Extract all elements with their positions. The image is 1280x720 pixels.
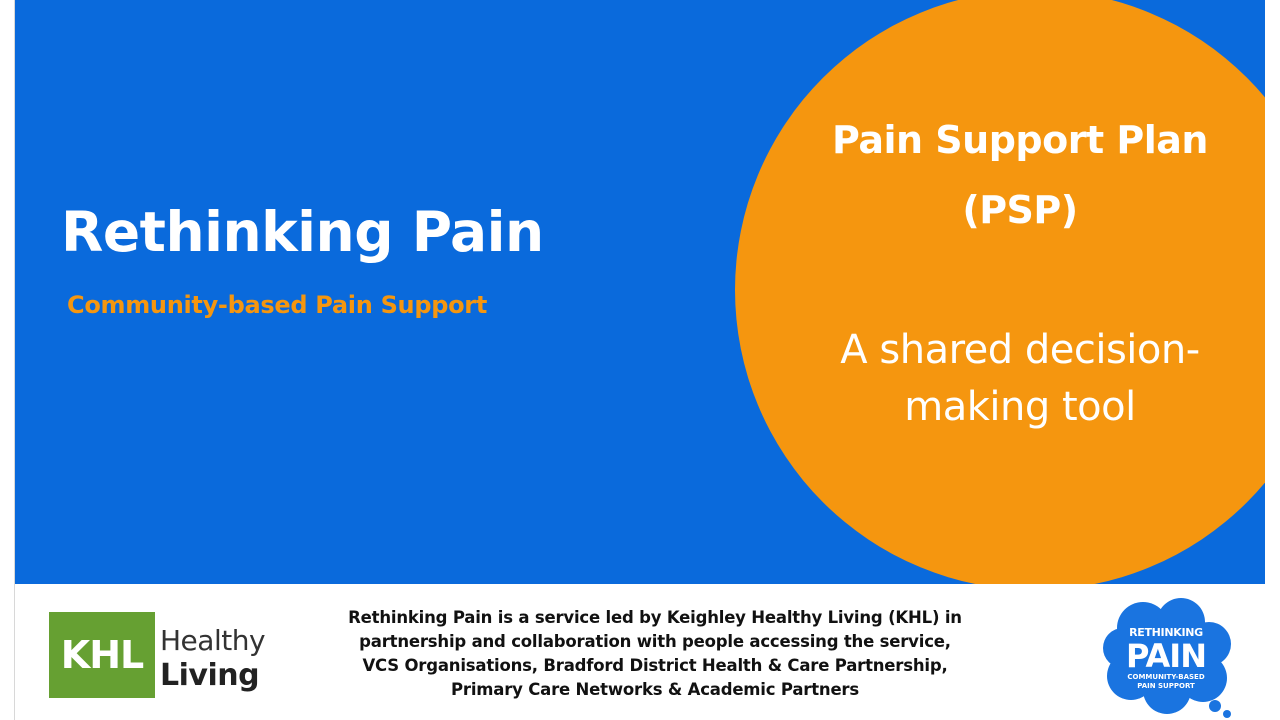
main-subtitle: Community-based Pain Support (67, 291, 488, 319)
rethinking-pain-logo: RETHINKING PAIN COMMUNITY-BASED PAIN SUP… (1103, 598, 1243, 720)
slide-right-border (1265, 0, 1280, 720)
footer-description-line: Primary Care Networks & Academic Partner… (450, 680, 859, 699)
rp-logo-line1: RETHINKING (1129, 626, 1203, 639)
orange-circle (735, 0, 1265, 584)
rp-logo-line2: PAIN (1126, 637, 1207, 675)
khl-healthy-living-logo: KHL Healthy Living (49, 612, 281, 698)
rp-logo-line3: COMMUNITY-BASED (1127, 673, 1205, 681)
footer-description-line: Rethinking Pain is a service led by Keig… (348, 608, 962, 627)
footer-description: Rethinking Pain is a service led by Keig… (315, 606, 995, 702)
khl-logo-mark: KHL (49, 612, 155, 698)
footer-description-line: partnership and collaboration with peopl… (359, 632, 951, 651)
psp-tagline-line2: making tool (904, 384, 1136, 430)
cloud-icon (1103, 598, 1231, 718)
rp-logo-line4: PAIN SUPPORT (1137, 682, 1195, 690)
psp-heading-line1: Pain Support Plan (832, 118, 1208, 162)
psp-tagline-line1: A shared decision- (840, 327, 1200, 373)
main-title: Rethinking Pain (61, 200, 544, 264)
title-panel (15, 0, 1265, 584)
footer: KHL Healthy Living Rethinking Pain is a … (15, 584, 1265, 720)
footer-description-line: VCS Organisations, Bradford District Hea… (362, 656, 948, 675)
slide-left-border (0, 0, 15, 720)
psp-heading-line2: (PSP) (962, 188, 1078, 232)
khl-logo-word-healthy: Healthy (160, 624, 266, 657)
khl-logo-word-living: Living (160, 658, 260, 693)
